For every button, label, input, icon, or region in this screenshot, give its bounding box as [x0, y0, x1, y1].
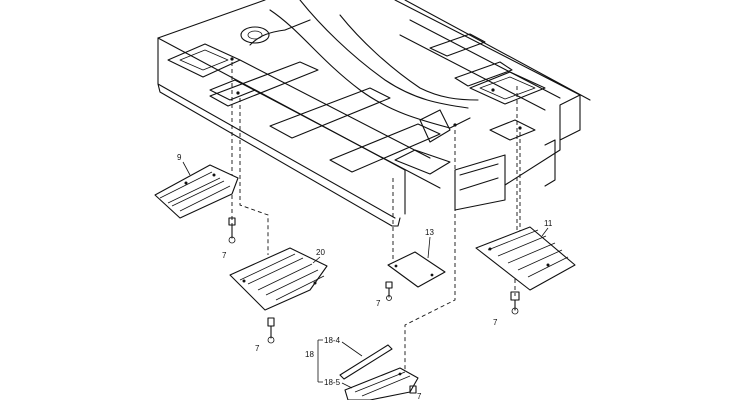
callout-label-20: 20 — [316, 248, 325, 257]
bolt-d: 7 — [493, 291, 520, 327]
main-frame — [157, 0, 591, 227]
callout-9: 9 — [177, 153, 191, 176]
bolt-a: 7 — [222, 217, 236, 260]
bolt-c: 7 — [376, 281, 393, 308]
callout-18-group: 18 18-4 18-5 — [305, 336, 363, 389]
callout-label-9: 9 — [177, 153, 182, 162]
plate-13 — [387, 251, 446, 288]
callout-label-bolt-e: 7 — [417, 392, 422, 400]
callout-label-11: 11 — [544, 219, 553, 228]
bolt-e: 7 — [409, 385, 422, 400]
plate-18-5 — [344, 367, 419, 400]
callout-11: 11 — [541, 219, 553, 237]
callout-label-bolt-d: 7 — [493, 318, 498, 327]
callout-label-13: 13 — [425, 228, 434, 237]
plate-11 — [475, 226, 576, 291]
callout-label-bolt-c: 7 — [376, 299, 381, 308]
callout-label-18-5: 18-5 — [324, 378, 341, 387]
callout-13: 13 — [425, 228, 434, 259]
callout-label-bolt-a: 7 — [222, 251, 227, 260]
callout-label-bolt-b: 7 — [255, 344, 260, 353]
callout-label-18-4: 18-4 — [324, 336, 341, 345]
plate-20 — [229, 247, 328, 311]
callout-20: 20 — [312, 248, 325, 264]
plate-9 — [154, 164, 239, 219]
projection-lines — [231, 62, 521, 378]
bracket-18-4 — [339, 344, 393, 380]
bolt-b: 7 — [255, 317, 275, 353]
callout-label-18: 18 — [305, 350, 314, 359]
